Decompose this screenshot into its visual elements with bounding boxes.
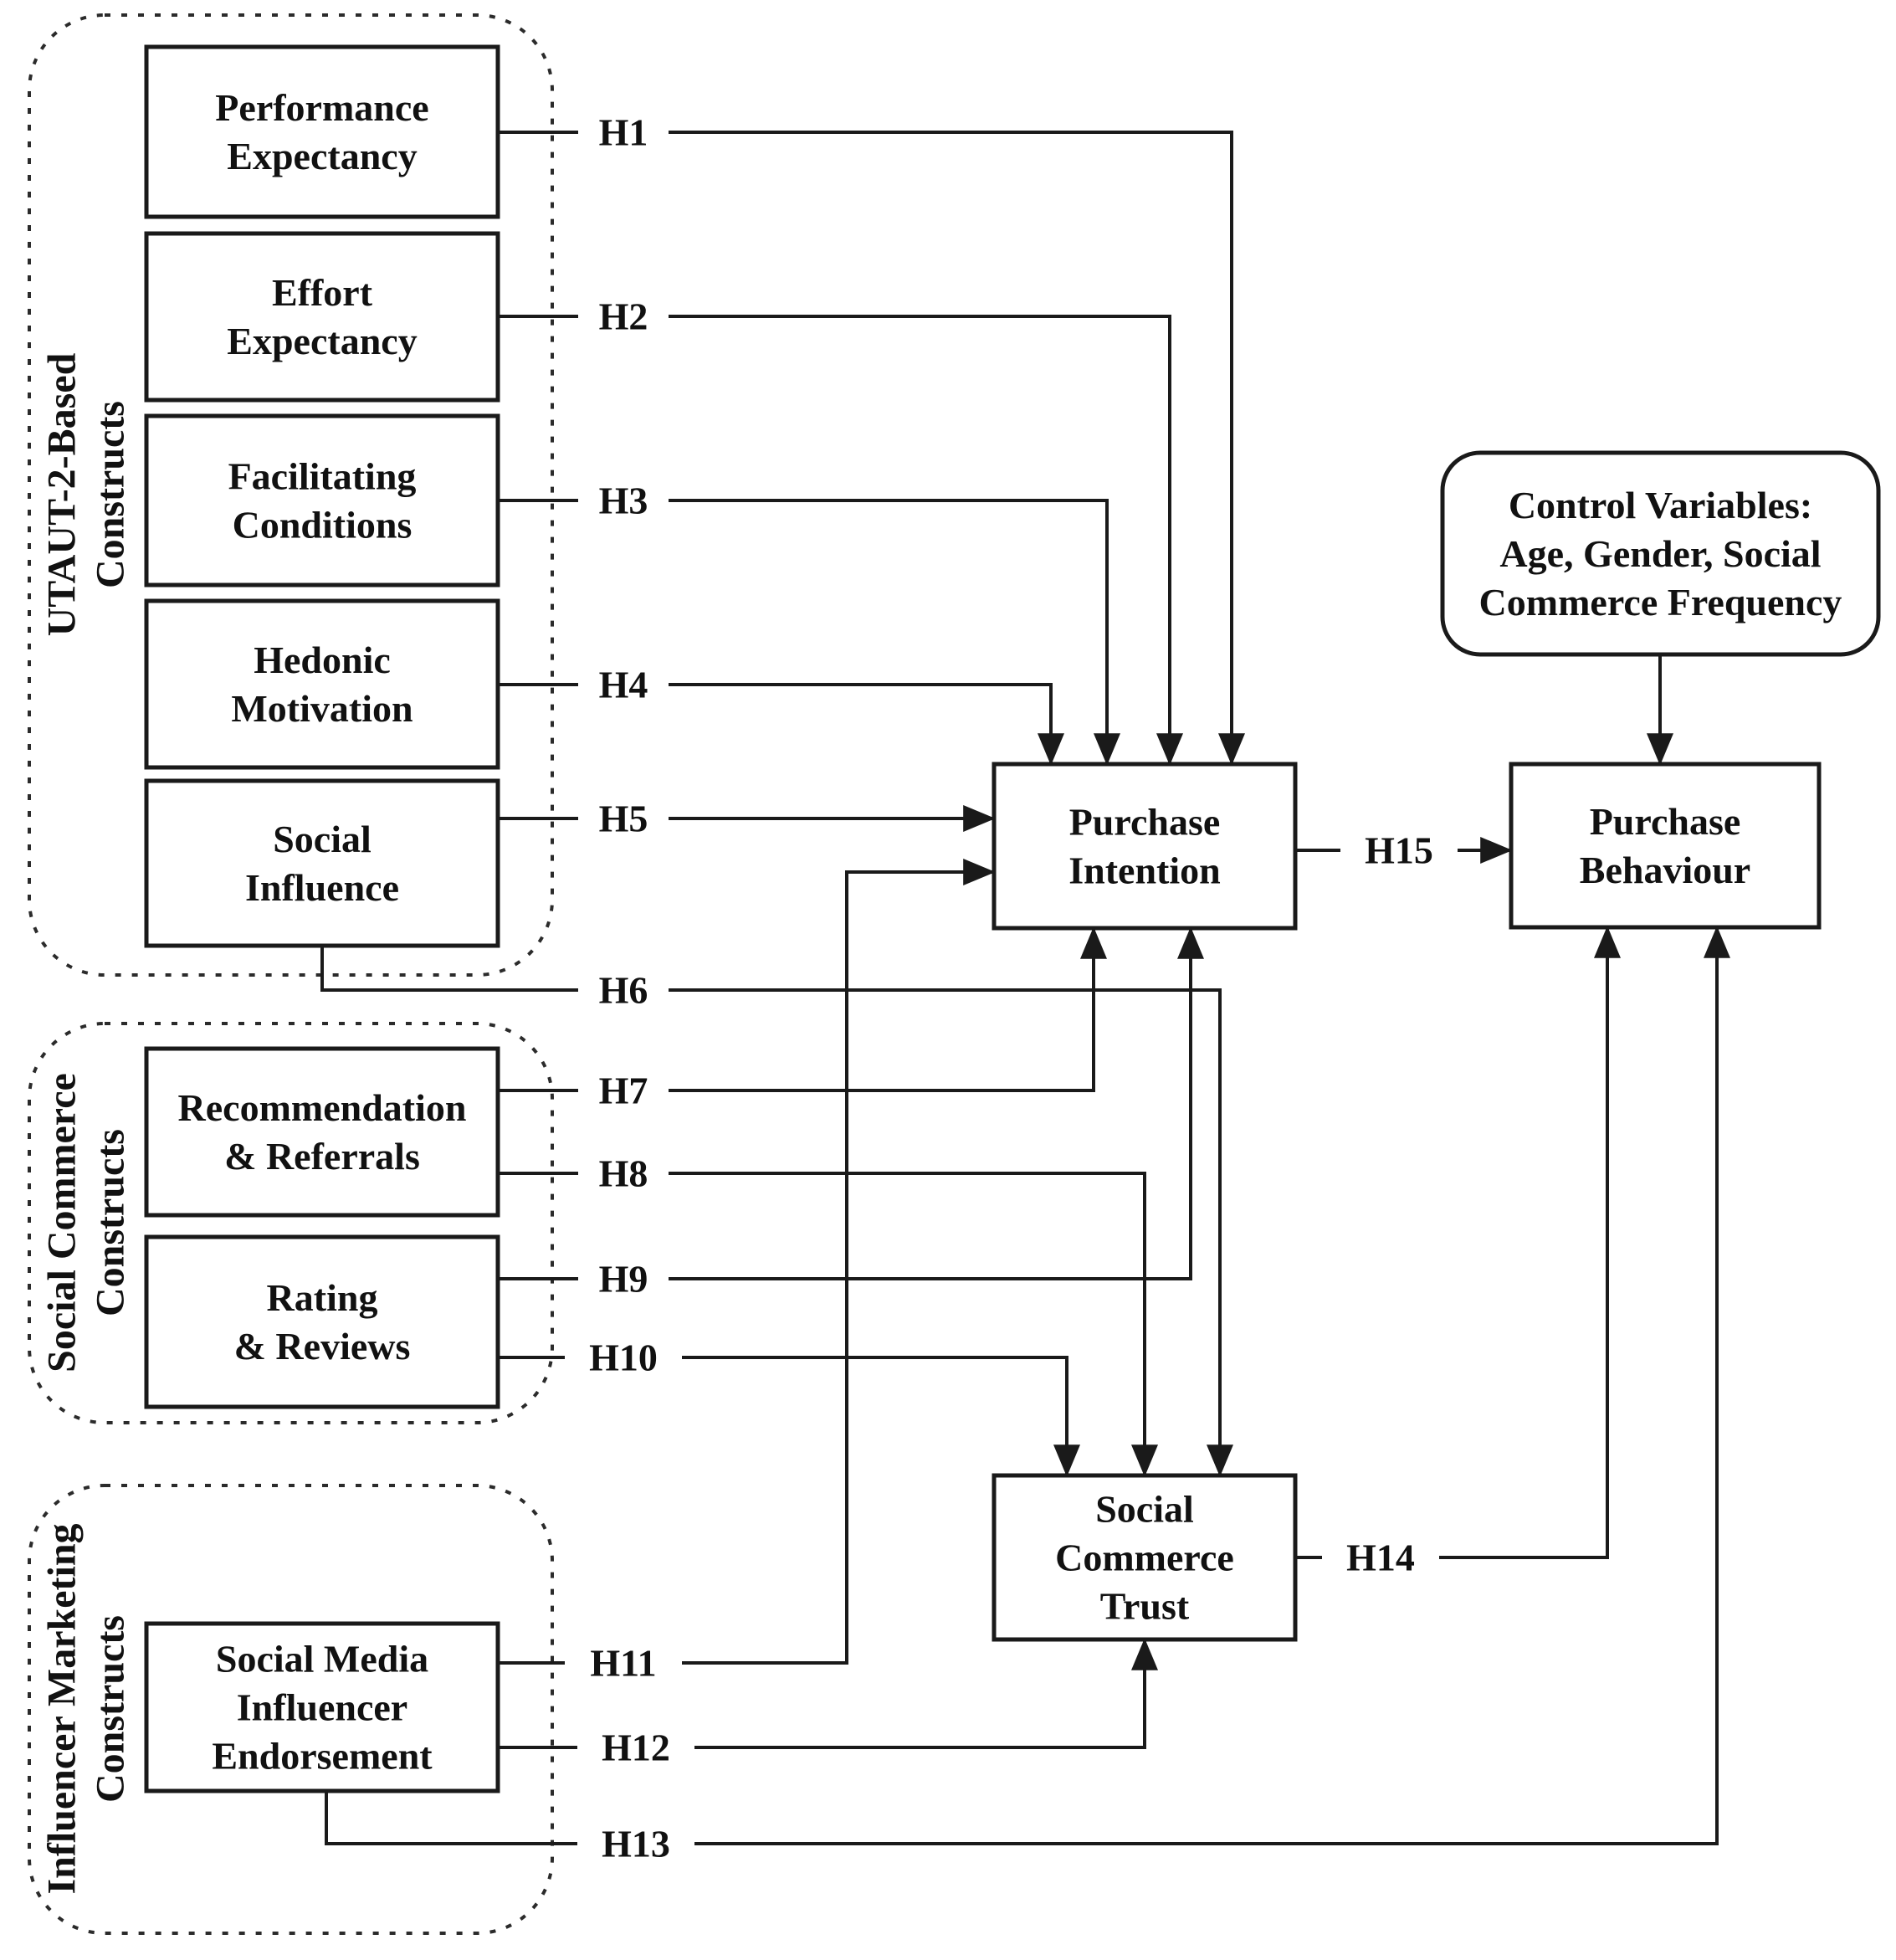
edge-H14	[1295, 926, 1621, 1559]
edge-H12	[498, 1638, 1158, 1749]
node-label-recommendation-referrals: Recommendation& Referrals	[178, 1086, 467, 1178]
node-effort-expectancy	[144, 231, 500, 403]
edge-label-H6: H6	[578, 963, 669, 1017]
edge-label-text-H10: H10	[589, 1337, 658, 1379]
node-rating-reviews	[144, 1234, 500, 1409]
edge-label-text-H7: H7	[599, 1070, 648, 1112]
edge-label-H2: H2	[578, 290, 669, 343]
node-social-commerce-trust	[992, 1473, 1298, 1642]
group-influencer-marketing-constructs	[28, 1484, 554, 1935]
node-control-variables	[1440, 450, 1881, 657]
edge-label-text-H1: H1	[599, 111, 648, 154]
node-recommendation-referrals	[144, 1046, 500, 1218]
edge-label-text-H4: H4	[599, 664, 648, 706]
edge-label-H5: H5	[578, 792, 669, 845]
node-label-rating-reviews: Rating& Reviews	[234, 1276, 411, 1367]
edge-label-text-H12: H12	[602, 1727, 670, 1769]
edge-H4	[498, 683, 1064, 766]
edge-H8	[498, 1172, 1158, 1477]
edge-label-H8: H8	[578, 1147, 669, 1200]
edge-label-H7: H7	[578, 1064, 669, 1117]
edge-H6	[320, 946, 1233, 1477]
node-performance-expectancy	[144, 44, 500, 219]
edge-label-text-H3: H3	[599, 480, 648, 522]
edge-label-text-H8: H8	[599, 1152, 648, 1195]
edge-H13	[325, 926, 1730, 1845]
node-purchase-behaviour	[1509, 762, 1822, 930]
edge-label-text-H11: H11	[590, 1642, 656, 1685]
edge-label-H10: H10	[565, 1331, 682, 1384]
edge-label-H13: H13	[577, 1817, 694, 1870]
edge-label-H1: H1	[578, 105, 669, 159]
edge-label-H14: H14	[1322, 1531, 1439, 1584]
edge-H10	[498, 1356, 1080, 1477]
edge-label-H12: H12	[577, 1721, 694, 1774]
edge-label-H3: H3	[578, 474, 669, 527]
edge-label-H9: H9	[578, 1252, 669, 1306]
edge-label-text-H2: H2	[599, 295, 648, 338]
edge-label-text-H15: H15	[1365, 829, 1433, 872]
edge-label-text-H13: H13	[602, 1823, 670, 1865]
edge-label-text-H5: H5	[599, 798, 648, 840]
edge-label-text-H6: H6	[599, 969, 648, 1012]
edge-H2	[498, 315, 1183, 766]
edge-label-H11: H11	[565, 1636, 682, 1690]
edge-H7	[498, 926, 1107, 1092]
edge-H9	[498, 926, 1204, 1280]
group-utaut-2-based-constructs	[28, 13, 554, 977]
node-facilitating-conditions	[144, 413, 500, 587]
node-purchase-intention	[992, 762, 1298, 931]
node-social-media-influencer-endorsement	[144, 1621, 500, 1793]
edge-H1	[498, 131, 1245, 766]
node-hedonic-motivation	[144, 598, 500, 770]
edge-label-H15: H15	[1340, 824, 1458, 877]
edge-H3	[498, 499, 1120, 766]
edge-label-text-H14: H14	[1346, 1537, 1415, 1579]
edge-label-H4: H4	[578, 658, 669, 711]
edge-label-text-H9: H9	[599, 1258, 648, 1301]
node-social-influence	[144, 778, 500, 948]
group-social-commerce-constructs	[28, 1022, 554, 1424]
